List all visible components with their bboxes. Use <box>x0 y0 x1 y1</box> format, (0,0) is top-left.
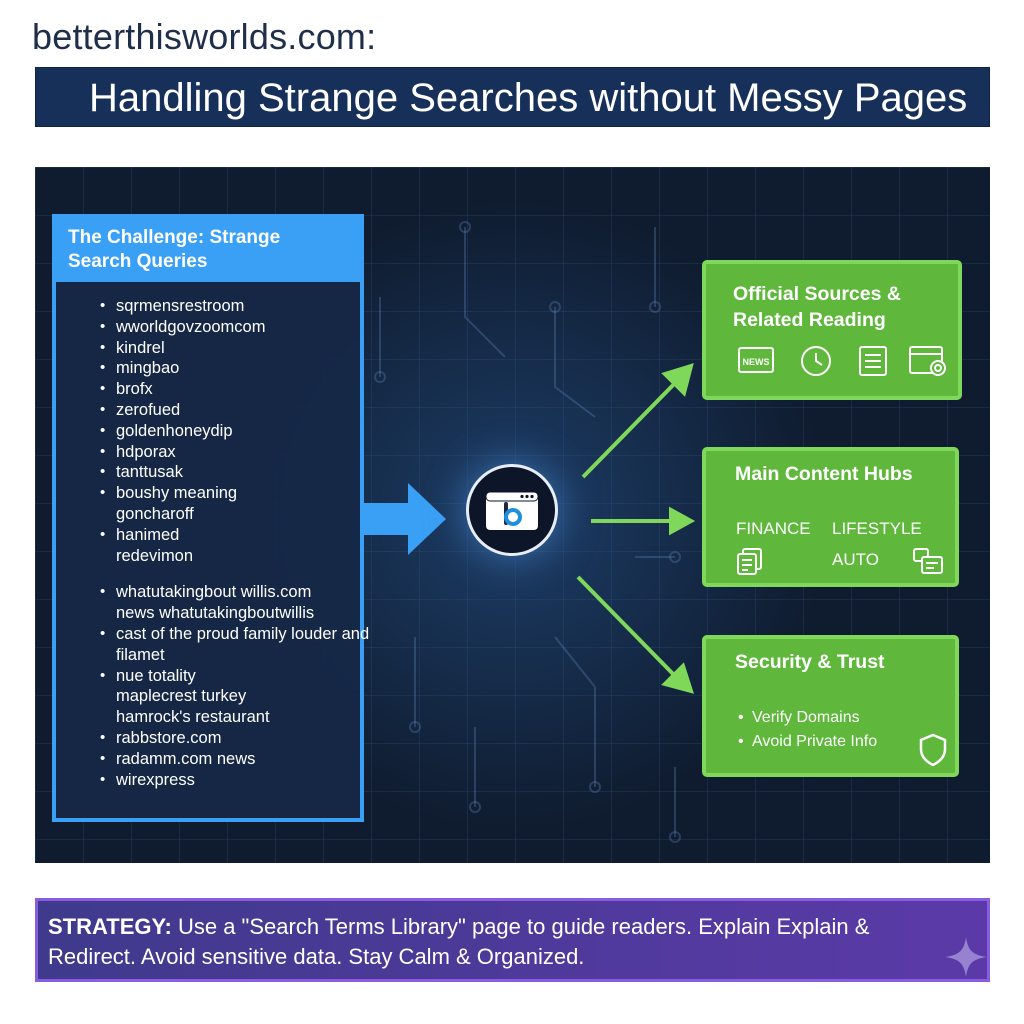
list-item: filamet <box>116 645 165 664</box>
document-stack-icon <box>737 548 762 575</box>
list-item: tanttusak <box>82 462 354 483</box>
challenge-heading: The Challenge: Strange Search Queries <box>68 227 281 272</box>
security-list: Verify Domains Avoid Private Info <box>738 706 877 754</box>
clock-icon <box>801 346 831 376</box>
strategy-label: STRATEGY: <box>48 914 172 939</box>
list-item: news whatutakingboutwillis <box>116 604 315 623</box>
hub-label-finance: FINANCE <box>736 519 811 538</box>
list-item: redevimon <box>116 546 194 565</box>
list-item: rabbstore.com <box>82 728 354 749</box>
content-hubs-card: Main Content Hubs FINANCE LIFESTYLE AUTO <box>702 447 959 587</box>
list-item: whatutakingbout willis.com <box>82 582 354 603</box>
browser-window-icon <box>909 346 946 376</box>
list-item: boushy meaning <box>82 483 354 504</box>
list-item: Verify Domains <box>738 706 877 730</box>
strategy-banner: STRATEGY: Use a "Search Terms Library" p… <box>35 898 990 982</box>
challenge-box: The Challenge: Strange Search Queries sq… <box>52 214 369 822</box>
list-item: mingbao <box>82 358 354 379</box>
query-list: sqrmensrestroom wworldgovzoomcom kindrel… <box>82 296 369 791</box>
news-badge: NEWS <box>743 357 770 367</box>
list-item: cast of the proud family louder and <box>82 624 369 645</box>
list-item: wworldgovzoomcom <box>82 317 354 338</box>
dashboard-icon <box>913 548 943 574</box>
list-item: kindrel <box>82 338 354 359</box>
hub-label-auto: AUTO <box>832 550 879 569</box>
diagram-panel: The Challenge: Strange Search Queries sq… <box>35 167 990 863</box>
list-item: wirexpress <box>82 770 354 791</box>
news-icon <box>738 347 774 373</box>
hub-label-lifestyle: LIFESTYLE <box>832 519 922 538</box>
security-card: Security & Trust Verify Domains Avoid Pr… <box>702 635 959 777</box>
strategy-body: Use a "Search Terms Library" page to gui… <box>48 914 870 969</box>
sparkle-icon <box>945 937 987 977</box>
card-title: Official Sources & Related Reading <box>733 283 901 331</box>
list-item: hamrock's restaurant <box>116 708 270 727</box>
site-name: betterthisworlds.com: <box>32 16 377 57</box>
list-item: radamm.com news <box>82 749 354 770</box>
list-item: nue totality <box>82 666 354 687</box>
official-sources-card: Official Sources & Related Reading NEWS <box>702 260 962 400</box>
list-item: goldenhoneydip <box>82 421 354 442</box>
page-title: Handling Strange Searches without Messy … <box>89 76 968 120</box>
title-banner: Handling Strange Searches without Messy … <box>35 67 990 127</box>
list-item: Avoid Private Info <box>738 730 877 754</box>
challenge-header: The Challenge: Strange Search Queries <box>56 218 360 282</box>
strategy-text: STRATEGY: Use a "Search Terms Library" p… <box>48 912 918 972</box>
center-hub <box>466 464 558 556</box>
list-item: sqrmensrestroom <box>82 296 354 317</box>
card-title: Security & Trust <box>735 651 885 673</box>
list-item: hanimed <box>82 525 354 546</box>
list-item: hdporax <box>82 442 354 463</box>
list-spacer <box>82 566 354 582</box>
list-item: goncharoff <box>116 504 194 523</box>
document-icon <box>859 346 887 376</box>
list-item: brofx <box>82 379 354 400</box>
browser-logo-icon <box>485 491 539 530</box>
official-icons: NEWS <box>738 346 946 376</box>
list-item: zerofued <box>82 400 354 421</box>
list-item: maplecrest turkey <box>116 687 247 706</box>
flow-arrow-icon <box>362 483 446 555</box>
card-title: Main Content Hubs <box>735 463 913 485</box>
shield-icon <box>919 733 947 767</box>
circuit-background <box>374 221 696 843</box>
